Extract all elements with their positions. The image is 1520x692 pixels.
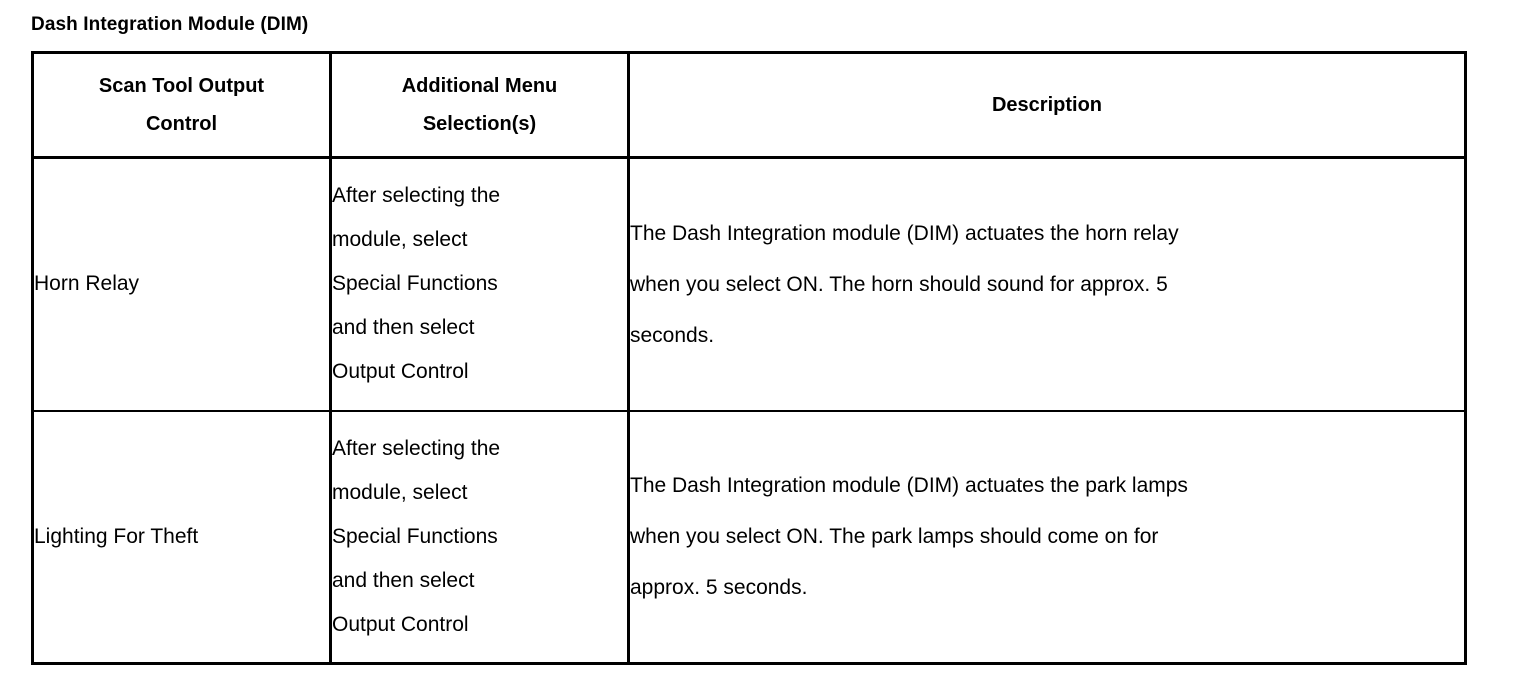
table-header: Scan Tool Output Control Additional Menu… <box>32 52 1466 159</box>
column-header-additional-menu-selections: Additional Menu Selection(s) <box>329 52 630 159</box>
table-header-row: Scan Tool Output Control Additional Menu… <box>32 52 1466 159</box>
menu-line: and then select <box>332 568 475 592</box>
table-row: Lighting For Theft After selecting the m… <box>32 409 1466 664</box>
column-header-description-label: Description <box>991 94 1103 116</box>
description-line: The Dash Integration module (DIM) actuat… <box>630 221 1179 245</box>
menu-line: module, select <box>332 228 468 252</box>
menu-line: Special Functions <box>332 524 498 548</box>
description-line: approx. 5 seconds. <box>630 576 808 600</box>
menu-line: module, select <box>332 480 468 504</box>
cell-control-lighting-for-theft: Lighting For Theft <box>32 409 332 664</box>
description-line: when you select ON. The park lamps shoul… <box>630 525 1159 549</box>
table-row: Horn Relay After selecting the module, s… <box>32 157 1466 411</box>
menu-line: After selecting the <box>332 184 501 208</box>
output-control-table: Scan Tool Output Control Additional Menu… <box>31 51 1467 665</box>
menu-line: and then select <box>332 316 475 340</box>
page-title: Dash Integration Module (DIM) <box>31 14 309 35</box>
table-body: Horn Relay After selecting the module, s… <box>32 157 1466 664</box>
cell-menu-selection-horn-relay: After selecting the module, select Speci… <box>329 157 630 411</box>
description-line: when you select ON. The horn should soun… <box>630 272 1168 296</box>
menu-line: After selecting the <box>332 436 501 460</box>
cell-description-horn-relay: The Dash Integration module (DIM) actuat… <box>627 157 1466 411</box>
cell-control-horn-relay: Horn Relay <box>32 157 332 411</box>
menu-line: Output Control <box>332 360 469 384</box>
description-line: seconds. <box>630 323 715 347</box>
column-header-scan-tool-output-control-line1: Scan Tool Output <box>98 75 265 97</box>
column-header-description: Description <box>627 52 1466 159</box>
description-line: The Dash Integration module (DIM) actuat… <box>630 474 1188 498</box>
column-header-additional-menu-selections-line2: Selection(s) <box>422 113 537 135</box>
menu-line: Special Functions <box>332 272 498 296</box>
column-header-additional-menu-selections-line1: Additional Menu <box>401 75 558 97</box>
column-header-scan-tool-output-control: Scan Tool Output Control <box>32 52 332 159</box>
cell-description-lighting-for-theft: The Dash Integration module (DIM) actuat… <box>627 409 1466 664</box>
cell-menu-selection-lighting-for-theft: After selecting the module, select Speci… <box>329 409 630 664</box>
column-header-scan-tool-output-control-line2: Control <box>145 113 218 135</box>
menu-line: Output Control <box>332 612 469 636</box>
